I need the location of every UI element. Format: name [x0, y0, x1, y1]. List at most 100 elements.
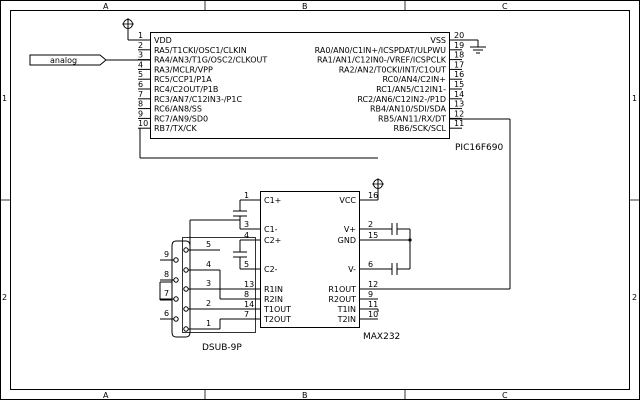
- dsub-pin-number-6: 6: [164, 309, 169, 318]
- dsub-pin-number-5: 5: [206, 240, 211, 249]
- inner-border: [10, 10, 630, 390]
- max-pin-number-14: 14: [244, 300, 254, 309]
- pic-pin-number-3: 3: [138, 51, 143, 60]
- analog-net-text: analog: [50, 56, 77, 65]
- max-pin-number-3: 3: [244, 220, 249, 229]
- pic-pin-name-19: RA0/AN0/C1IN+/ICSPDAT/ULPWU: [315, 46, 447, 55]
- dsub-pin-number-2: 2: [206, 299, 211, 308]
- zone-col-b-top: B: [302, 2, 308, 11]
- pic-pin-number-16: 16: [454, 70, 464, 79]
- dsub-hole-1: [183, 326, 189, 332]
- pic-pin-name-4: RA3/MCLR/VPP: [154, 65, 213, 74]
- max-pin-number-16: 16: [368, 191, 378, 200]
- max-pin-name-15: GND: [338, 236, 356, 245]
- pic-pin-name-16: RC0/AN4/C2IN+: [383, 75, 447, 84]
- pic-pin-name-15: RC1/AN5/C12IN1-: [376, 85, 446, 94]
- pic-pin-name-5: RC5/CCP1/P1A: [154, 75, 212, 84]
- max-pin-number-6: 6: [368, 260, 373, 269]
- pic-pin-number-18: 18: [454, 51, 464, 60]
- pic-part-label: PIC16F690: [455, 143, 503, 153]
- dsub-hole-9: [173, 257, 179, 263]
- pic-pin-number-6: 6: [138, 80, 143, 89]
- pic-pin-name-18: RA1/AN1/C12IN0-/VREF/ICSPCLK: [317, 56, 447, 65]
- vss-ground-icon: [450, 39, 486, 54]
- pic-pin-number-12: 12: [454, 109, 464, 118]
- capacitor-c1: [233, 200, 247, 229]
- max-pin-name-2: V+: [344, 225, 356, 234]
- pic-pin-name-13: RB4/AN10/SDI/SDA: [370, 105, 447, 114]
- dsub-pin-number-7: 7: [164, 289, 169, 298]
- max-pin-name-10: T2IN: [337, 315, 356, 324]
- pic-pin-name-8: RC6/AN8/SS: [154, 105, 202, 114]
- max-pin-number-9: 9: [368, 290, 373, 299]
- dsub-pin-number-3: 3: [206, 279, 211, 288]
- dsub-part-label: DSUB-9P: [202, 343, 242, 353]
- max-pin-name-4: C2+: [264, 236, 281, 245]
- max-pin-name-12: R1OUT: [328, 285, 356, 294]
- zone-row-1-left: 1: [2, 94, 7, 103]
- pic-pin-number-20: 20: [454, 31, 464, 40]
- dsub-pin-number-8: 8: [164, 270, 169, 279]
- pic-pin-name-2: RA5/T1CKI/OSC1/CLKIN: [154, 46, 247, 55]
- pic-pin-number-19: 19: [454, 41, 464, 50]
- pic-left-pins: 1VDD2RA5/T1CKI/OSC1/CLKIN3RA4/AN3/T1G/OS…: [138, 31, 267, 133]
- max-pin-number-11: 11: [368, 300, 378, 309]
- max232-right-pins: 16VCC2V+15GND6V-12R1OUT9R2OUT11T1IN10T2I…: [328, 191, 378, 324]
- zone-col-a-bottom: A: [103, 391, 109, 400]
- dsub-hole-6: [173, 316, 179, 322]
- pic-pin-name-7: RC3/AN7/C12IN3-/P1C: [154, 95, 242, 104]
- pic-pin-name-10: RB7/TX/CK: [154, 124, 197, 133]
- max-vcc-power-icon: [360, 178, 384, 201]
- pic-pin-number-17: 17: [454, 60, 464, 69]
- pic-pin-number-15: 15: [454, 80, 464, 89]
- dsub-hole-4: [183, 267, 189, 273]
- zone-col-b-bottom: B: [302, 391, 308, 400]
- vdd-power-icon: [122, 18, 150, 41]
- dsub-pin-number-9: 9: [164, 250, 169, 259]
- pic-pin-name-3: RA4/AN3/T1G/OSC2/CLKOUT: [154, 56, 267, 65]
- max-pin-number-10: 10: [368, 310, 378, 319]
- pic-pin-number-1: 1: [138, 31, 143, 40]
- max-pin-number-5: 5: [244, 260, 249, 269]
- max-pin-name-9: R2OUT: [328, 295, 356, 304]
- max-pin-name-5: C2-: [264, 265, 278, 274]
- zone-row-2-left: 2: [2, 293, 7, 302]
- analog-net-label: analog: [29, 54, 150, 66]
- zone-row-2-right: 2: [632, 293, 637, 302]
- pic-pin-number-4: 4: [138, 60, 143, 69]
- dsub-hole-2: [183, 306, 189, 312]
- pic-pin-number-5: 5: [138, 70, 143, 79]
- capacitor-c3: [360, 223, 410, 235]
- pic-pin-name-20: VSS: [430, 36, 446, 45]
- pic-pin-number-7: 7: [138, 90, 143, 99]
- max232-body: [260, 191, 360, 328]
- max-pin-name-13: R1IN: [264, 285, 283, 294]
- pic-pin-name-9: RC7/AN9/SD0: [154, 114, 208, 123]
- pic-pin-name-14: RC2/AN6/C12IN2-/P1D: [357, 95, 446, 104]
- max232-part-label: MAX232: [363, 332, 400, 342]
- zone-col-c-bottom: C: [502, 391, 508, 400]
- pic-pin-name-17: RA2/AN2/T0CKI/INT/C1OUT: [339, 65, 446, 74]
- pic-pin-number-11: 11: [454, 119, 464, 128]
- max-pin-number-7: 7: [244, 310, 249, 319]
- pic-body: [150, 32, 450, 139]
- max-pin-number-12: 12: [368, 280, 378, 289]
- dsub-hole-8: [173, 277, 179, 283]
- pic-pin-number-14: 14: [454, 90, 464, 99]
- max-pin-name-16: VCC: [339, 196, 356, 205]
- dsub-hole-5: [183, 247, 189, 253]
- pic-pin-number-13: 13: [454, 100, 464, 109]
- dsub-pin-number-4: 4: [206, 260, 211, 269]
- max-pin-number-4: 4: [244, 231, 249, 240]
- max-pin-name-7: T2OUT: [263, 315, 291, 324]
- zone-col-a-top: A: [103, 2, 109, 11]
- pic-pin-number-9: 9: [138, 109, 143, 118]
- dsub-hole-3: [183, 286, 189, 292]
- max-pin-number-13: 13: [244, 280, 254, 289]
- dsub-hole-7: [173, 296, 179, 302]
- max-gnd-rail: [360, 229, 412, 269]
